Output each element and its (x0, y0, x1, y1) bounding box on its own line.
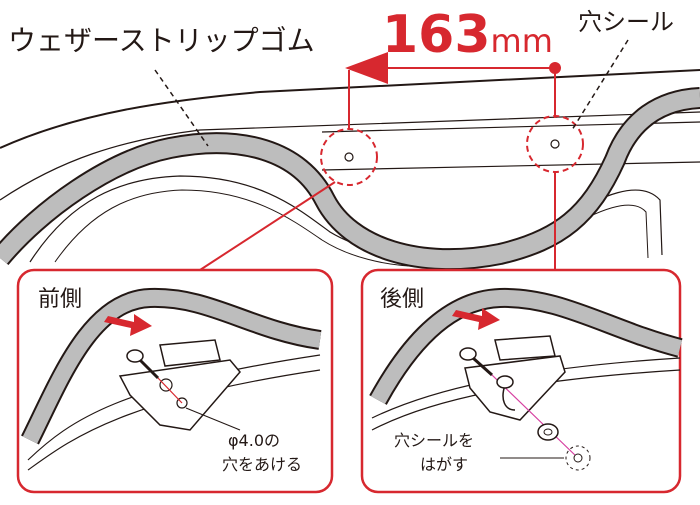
front-detail-panel: 前側 φ4.0の 穴をあける (16, 268, 334, 494)
front-push-arrow (104, 314, 152, 336)
rear-hole-marker (526, 115, 584, 173)
door-frame-line (0, 111, 700, 201)
front-note-line2: 穴をあける (222, 455, 302, 474)
rear-detail-title: 後側 (380, 287, 424, 312)
front-bracket (118, 339, 241, 431)
front-hole-marker (320, 128, 378, 186)
weatherstrip-label: ウェザーストリップゴム (8, 24, 315, 57)
roof-outer-edge (0, 69, 700, 149)
dimension-unit: mm (491, 22, 553, 60)
rear-note-line2: はがす (420, 455, 468, 474)
weatherstrip-leader (154, 69, 209, 147)
dimension-arrowhead (345, 52, 388, 84)
rear-nut (496, 375, 514, 389)
hole-seal-leader (571, 39, 629, 131)
rail-lower-line (321, 161, 700, 171)
front-detail-title: 前側 (38, 287, 82, 312)
front-note-leader (185, 407, 241, 431)
rear-spacer (537, 423, 559, 441)
dimension-line (345, 52, 561, 129)
weatherstrip-band (0, 89, 700, 269)
front-note-line1: φ4.0の (228, 431, 280, 450)
hole-seal-label: 穴シール (578, 8, 674, 36)
front-screw (126, 349, 183, 404)
vehicle-roof-view: ウェザーストリップゴム 163mm 穴シール (0, 5, 700, 271)
front-detail-connector (199, 181, 336, 271)
rear-hole-seal (565, 445, 591, 471)
dimension-number: 163 (382, 5, 491, 65)
dimension-value: 163mm (382, 5, 553, 65)
rear-detail-panel: 後側 穴シールを は (360, 268, 683, 494)
rear-screw (459, 347, 579, 459)
rear-push-arrow (452, 308, 500, 330)
rear-note-line1: 穴シールを (394, 431, 474, 450)
dimension-end-dot (549, 62, 561, 74)
